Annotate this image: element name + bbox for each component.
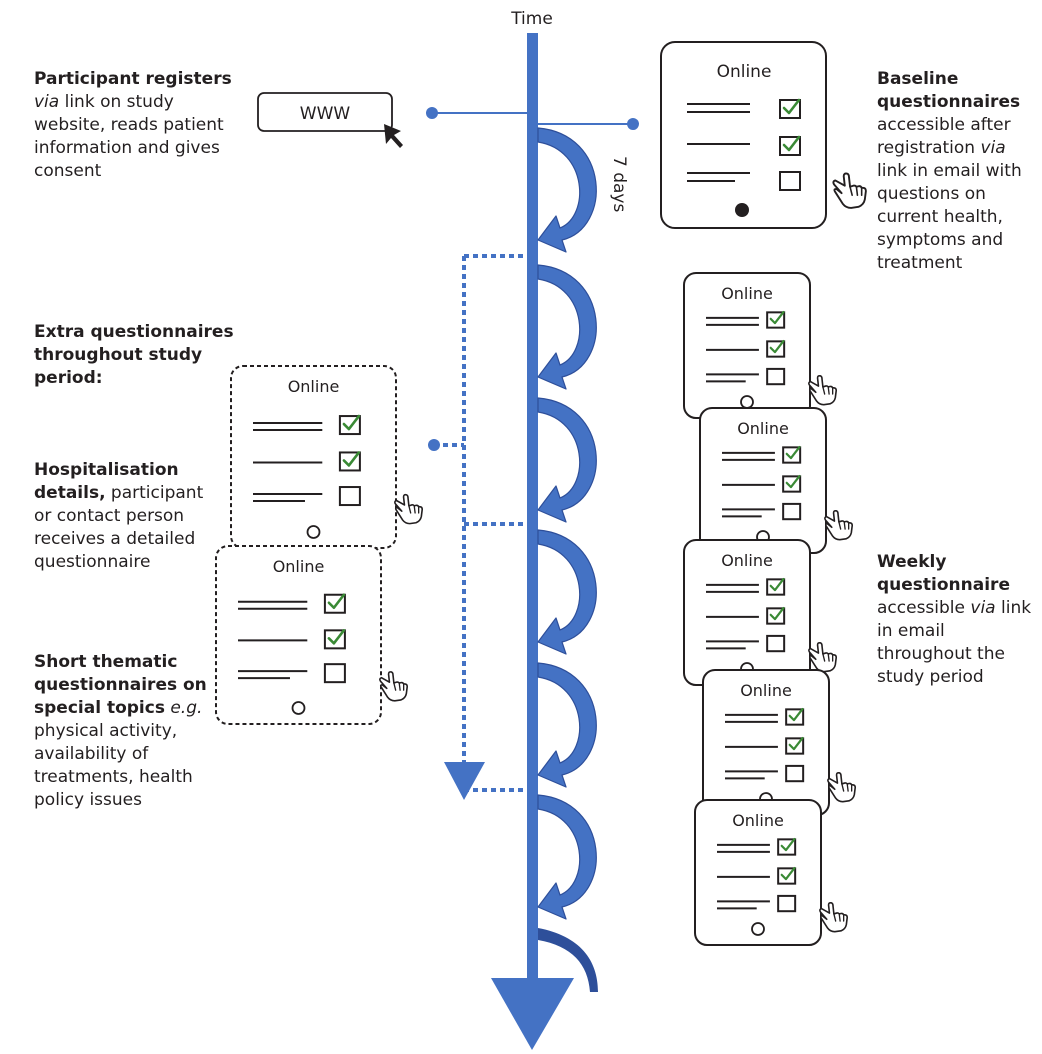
website-link-box: WWW xyxy=(257,92,403,148)
loop-arrow xyxy=(537,397,597,523)
hand-pointer-icon xyxy=(824,509,854,541)
hospitalisation-connector xyxy=(428,439,464,451)
thematic-tablet: Online xyxy=(215,545,409,725)
baseline-description-2: link in email with questions on current … xyxy=(877,161,1022,273)
extra-questionnaire-branch xyxy=(462,254,527,792)
screen-label: Online xyxy=(732,811,784,830)
registration-connector xyxy=(426,107,527,119)
extra-heading: Extra questionnaires throughout study pe… xyxy=(34,321,234,390)
baseline-screen-label: Online xyxy=(717,62,772,82)
screen-label: Online xyxy=(273,557,325,576)
screen-label: Online xyxy=(740,681,792,700)
screen-label: Online xyxy=(288,377,340,396)
baseline-via: via xyxy=(980,138,1006,158)
hospitalisation-description: participant or contact person receives a… xyxy=(34,483,204,572)
baseline-connector xyxy=(538,118,639,130)
hand-pointer-icon xyxy=(379,671,409,702)
thematic-description: physical activity, availability of treat… xyxy=(34,721,193,810)
loop-arrow xyxy=(537,127,597,253)
weekly-tablet: Online xyxy=(699,407,854,554)
hand-pointer-icon xyxy=(808,641,838,673)
time-axis-label: Time xyxy=(510,9,553,29)
screen-label: Online xyxy=(737,419,789,438)
thematic-text: Short thematic questionnaires on special… xyxy=(34,651,209,812)
loop-arrow-partial xyxy=(538,928,598,992)
weekly-tablet: Online xyxy=(694,799,849,946)
baseline-description-1: accessible after registration xyxy=(877,115,1011,158)
screen-label: Online xyxy=(721,551,773,570)
time-axis-line xyxy=(527,33,538,988)
loop-arrow xyxy=(537,264,597,390)
weekly-text: Weekly questionnaire accessible via link… xyxy=(877,551,1032,689)
baseline-hand-icon xyxy=(832,172,867,209)
weekly-description-2: link in email throughout the study perio… xyxy=(877,598,1032,687)
screen-label: Online xyxy=(721,284,773,303)
time-axis-arrowhead xyxy=(491,978,574,1050)
registration-via: via xyxy=(34,92,60,112)
baseline-tablet: Online xyxy=(660,41,867,229)
baseline-title: Baseline questionnaires xyxy=(877,69,1021,112)
extra-heading-text: Extra questionnaires throughout study pe… xyxy=(34,322,234,388)
weekly-title: Weekly questionnaire xyxy=(877,552,1010,595)
www-label: WWW xyxy=(300,104,351,124)
extra-branch-arrowhead xyxy=(444,762,485,800)
loop-arrow xyxy=(537,529,597,655)
weekly-description-1: accessible xyxy=(877,598,971,618)
registration-description: link on study website, reads patient inf… xyxy=(34,92,224,181)
baseline-text: Baseline questionnaires accessible after… xyxy=(877,68,1032,275)
weekly-tablet: Online xyxy=(683,272,838,419)
hospitalisation-text: Hospitalisation details, participant or … xyxy=(34,459,209,574)
hospitalisation-tablet: Online xyxy=(230,365,424,549)
registration-title: Participant registers xyxy=(34,69,232,89)
thematic-title: Short thematic questionnaires on special… xyxy=(34,652,207,718)
hand-pointer-icon xyxy=(827,771,857,803)
hospitalisation-title: Hospitalisation details, xyxy=(34,460,179,503)
loop-arrow xyxy=(537,662,597,788)
interval-label: 7 days xyxy=(609,156,629,212)
weekly-tablet: Online xyxy=(683,539,838,686)
weekly-via: via xyxy=(970,598,996,618)
hand-pointer-icon xyxy=(819,901,849,933)
thematic-eg: e.g. xyxy=(170,698,203,718)
weekly-loop-arrows xyxy=(537,127,598,992)
registration-text: Participant registers via link on study … xyxy=(34,68,234,183)
cursor-icon xyxy=(384,124,403,148)
loop-arrow xyxy=(537,794,597,920)
hand-pointer-icon xyxy=(808,374,838,406)
weekly-tablet: Online xyxy=(702,669,857,816)
hand-pointer-icon xyxy=(394,493,424,525)
